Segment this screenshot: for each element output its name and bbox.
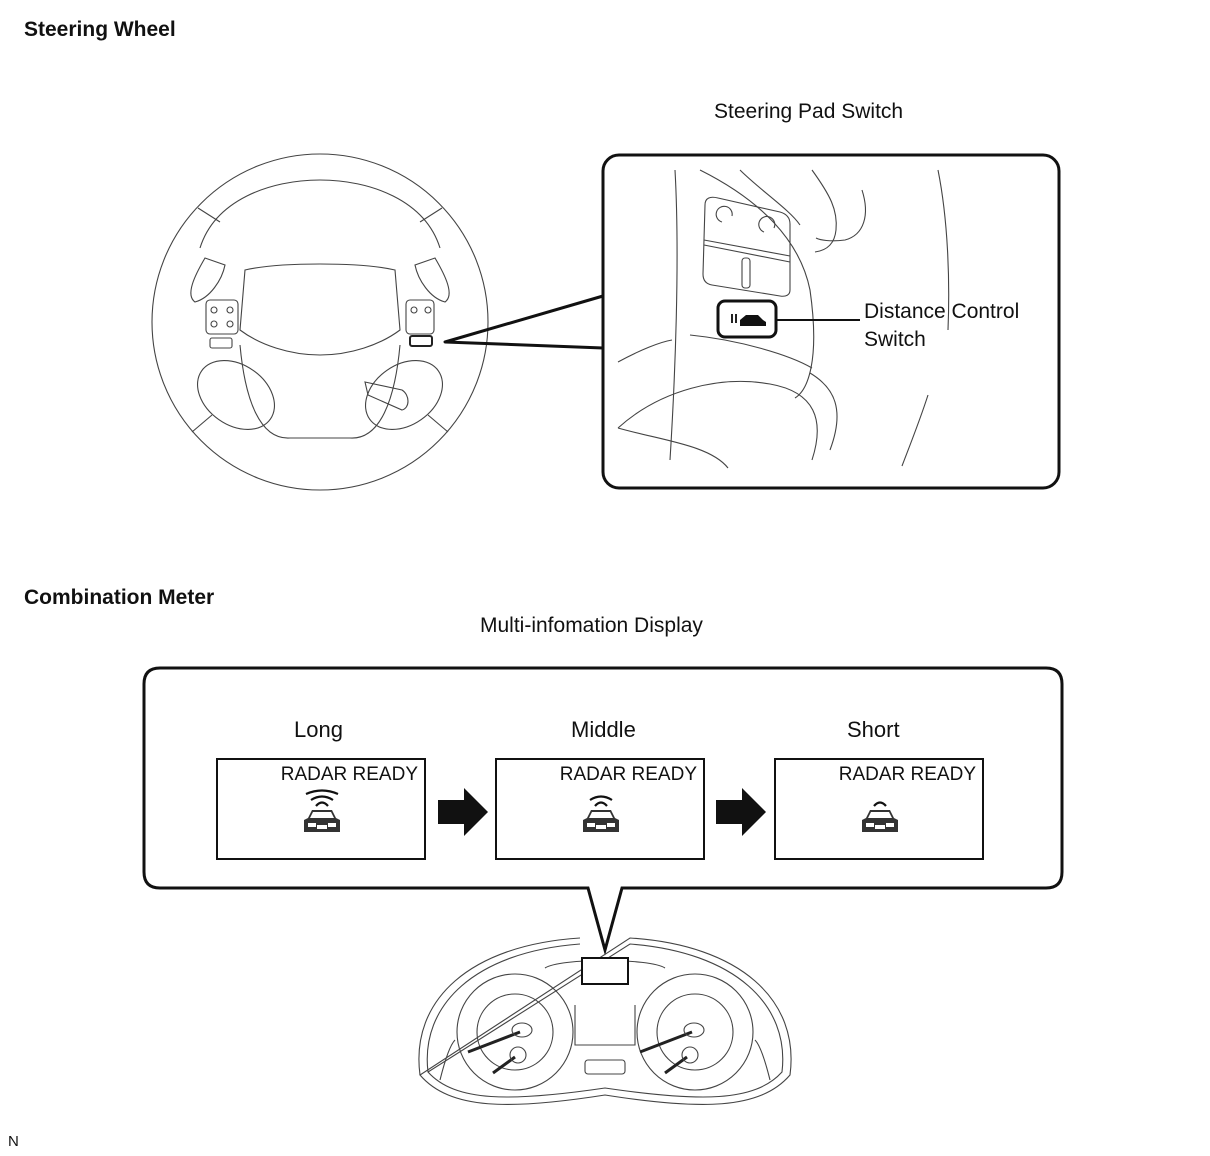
callout-pointer bbox=[443, 294, 604, 350]
radar-wave-arc bbox=[594, 801, 608, 807]
car-light-shape bbox=[866, 823, 874, 827]
car-windshield-shape bbox=[589, 812, 613, 818]
steering-wheel-heading: Steering Wheel bbox=[24, 18, 176, 41]
display-panel-middle: RADAR READY bbox=[495, 758, 705, 860]
car-light-shape bbox=[886, 823, 894, 827]
radar-wave-arc bbox=[315, 801, 329, 807]
car-light-shape bbox=[587, 823, 595, 827]
radar-car-icon bbox=[583, 795, 619, 832]
radar-car-icon bbox=[862, 801, 898, 832]
radar-wave-arc bbox=[589, 795, 613, 801]
figure-code: N bbox=[8, 1133, 19, 1150]
radar-ready-text: RADAR READY bbox=[559, 764, 697, 785]
combination-meter-heading: Combination Meter bbox=[24, 586, 215, 609]
display-location-marker bbox=[581, 957, 629, 985]
steering-pad-switch-caption: Steering Pad Switch bbox=[714, 100, 904, 123]
steering-wheel-icon bbox=[151, 153, 489, 491]
distance-control-label-line1: Distance Control bbox=[864, 300, 1020, 323]
display-panel-long: RADAR READY bbox=[216, 758, 426, 860]
multi-information-display-caption: Multi-infomation Display bbox=[480, 614, 703, 637]
radar-wave-arc bbox=[873, 801, 887, 807]
radar-ready-text: RADAR READY bbox=[838, 764, 976, 785]
radar-wave-arc bbox=[305, 789, 339, 796]
car-light-shape bbox=[607, 823, 615, 827]
car-windshield-shape bbox=[868, 812, 892, 818]
car-light-shape bbox=[308, 823, 316, 827]
distance-control-label-line2: Switch bbox=[864, 328, 926, 351]
car-light-shape bbox=[875, 825, 885, 829]
radar-car-icon bbox=[304, 789, 340, 832]
mode-label-middle: Middle bbox=[571, 717, 636, 742]
steering-wheel-illustration bbox=[151, 153, 1061, 491]
right-arrow-icon bbox=[438, 788, 488, 836]
radar-ready-text: RADAR READY bbox=[280, 764, 418, 785]
car-light-shape bbox=[317, 825, 327, 829]
car-windshield-shape bbox=[310, 812, 334, 818]
steering-pad-inset-frame bbox=[601, 153, 1061, 490]
distance-control-switch-label: Distance Control Switch bbox=[864, 298, 1019, 354]
car-light-shape bbox=[596, 825, 606, 829]
display-callout-bubble bbox=[142, 666, 1064, 956]
mode-label-long: Long bbox=[294, 717, 343, 742]
mode-label-short: Short bbox=[847, 717, 900, 742]
steering-pad-detail bbox=[617, 169, 950, 469]
instrument-cluster-icon bbox=[418, 937, 792, 1106]
radar-wave-arc bbox=[310, 795, 334, 801]
right-arrow-icon bbox=[716, 788, 766, 836]
car-light-shape bbox=[328, 823, 336, 827]
display-panel-short: RADAR READY bbox=[774, 758, 984, 860]
